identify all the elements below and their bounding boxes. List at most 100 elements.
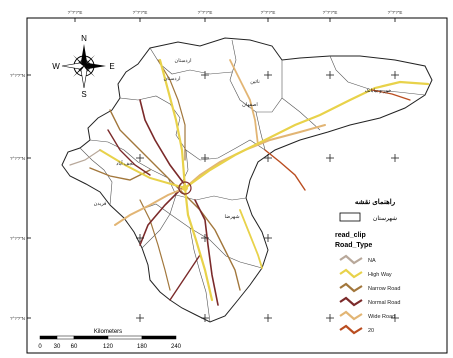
road-type-20: [371, 89, 411, 101]
graticule-cross: [391, 154, 399, 162]
legend-item-label: Wide Road: [368, 314, 395, 320]
compass-diag-ne: [84, 55, 95, 66]
scalebar-tick-label: 240: [171, 344, 182, 350]
compass-east-arm: [84, 63, 106, 69]
graticule-cross: [264, 71, 272, 79]
compass-s-label: S: [81, 90, 86, 99]
narrow-road: [179, 189, 241, 291]
legend-field-title: Road_Type: [335, 242, 372, 249]
scalebar-segment: [141, 335, 177, 340]
left-tick-label: ?°?'?"N: [10, 236, 25, 241]
graticule-cross: [326, 154, 334, 162]
county-label: فریدن: [94, 201, 107, 207]
scalebar-tick-label: 30: [54, 344, 61, 350]
scalebar-tick-label: 0: [38, 344, 42, 350]
graticule-cross: [326, 71, 334, 79]
top-ticks: ?°?'?"E?°?'?"E?°?'?"E?°?'?"E?°?'?"E?°?'?…: [68, 10, 403, 22]
county-label: نائین: [250, 79, 260, 85]
legend: راهنمای نقشه شهرستان read_clip Road_Type…: [335, 198, 400, 335]
scalebar-tick-label: 180: [137, 344, 148, 350]
graticule-cross: [391, 71, 399, 79]
legend-item-label: NA: [368, 258, 376, 264]
graticule-crosses: [136, 71, 399, 322]
graticule-cross: [201, 71, 209, 79]
na-road: [69, 149, 101, 166]
legend-swatch: [339, 282, 363, 293]
legend-item: Wide Road: [339, 310, 395, 321]
graticule-cross: [136, 154, 144, 162]
graticule-cross: [264, 314, 272, 322]
left-tick-label: ?°?'?"N: [10, 156, 25, 161]
top-tick-label: ?°?'?"E: [261, 10, 276, 15]
graticule-cross: [391, 314, 399, 322]
left-ticks: ?°?'?"N ?°?'?"N ?°?'?"N ?°?'?"N: [10, 73, 31, 321]
scalebar-bar: [39, 335, 177, 340]
county-label: اردستان: [175, 58, 192, 64]
scalebar-tick-label: 60: [71, 344, 78, 350]
city-center-isfahan: [178, 181, 192, 195]
scalebar-unit: Kilometers: [94, 329, 122, 335]
legend-swatch: [339, 268, 363, 279]
scalebar-segment: [73, 335, 109, 340]
legend-item: NA: [339, 254, 376, 265]
scalebar-tick-label: 120: [103, 344, 114, 350]
county-label: شهرضا: [224, 214, 239, 220]
scalebar-segment: [56, 335, 75, 340]
compass-north-arm: [81, 44, 87, 66]
graticule-cross: [264, 234, 272, 242]
narrow-road: [109, 109, 181, 191]
graticule-cross: [201, 314, 209, 322]
top-tick-label: ?°?'?"E: [388, 10, 403, 15]
legend-layer-title: read_clip: [335, 232, 366, 239]
road-type-20: [264, 149, 306, 191]
narrow-road: [139, 199, 171, 291]
graticule-cross: [201, 234, 209, 242]
normal-road: [139, 184, 186, 246]
graticule-cross: [136, 314, 144, 322]
legend-title: راهنمای نقشه: [355, 198, 396, 206]
compass-n-label: N: [81, 34, 87, 43]
legend-swatch: [339, 310, 363, 321]
legend-item-label: Normal Road: [368, 300, 400, 306]
normal-road: [139, 99, 186, 186]
legend-swatch: [339, 296, 363, 307]
wide-road: [114, 187, 186, 226]
top-tick-label: ?°?'?"E: [68, 10, 83, 15]
legend-boundary-label: شهرستان: [373, 215, 397, 222]
compass-diag-sw: [73, 66, 84, 77]
province-shape: [61, 37, 433, 323]
highway: [239, 209, 263, 269]
road-network: [69, 58, 430, 306]
scalebar-ticks: 0 30 60 120 180 240: [38, 344, 181, 350]
normal-road: [194, 199, 219, 306]
top-tick-label: ?°?'?"E: [198, 10, 213, 15]
county-label: خور و بیابانک: [365, 88, 392, 94]
legend-item: High Way: [339, 268, 392, 279]
compass-diag-nw: [73, 55, 84, 66]
left-tick-label: ?°?'?"N: [10, 73, 25, 78]
highway: [183, 80, 430, 190]
scalebar-segment: [107, 335, 143, 340]
narrow-road: [157, 59, 186, 161]
legend-swatch: [339, 254, 363, 265]
left-tick-label: ?°?'?"N: [10, 316, 25, 321]
compass-rose: N S E W: [52, 34, 114, 99]
county-label: نجف آباد: [116, 160, 134, 167]
graticule-cross: [326, 314, 334, 322]
legend-swatch: [339, 324, 363, 335]
legend-item-label: Narrow Road: [368, 286, 400, 292]
narrow-road: [89, 167, 151, 181]
legend-item-label: 20: [368, 328, 374, 334]
legend-item: Narrow Road: [339, 282, 400, 293]
legend-item: Normal Road: [339, 296, 400, 307]
legend-item: 20: [339, 324, 374, 335]
normal-road: [107, 129, 151, 176]
map-frame: [26, 17, 448, 354]
normal-road: [169, 254, 201, 301]
legend-item-label: High Way: [368, 272, 392, 278]
graticule-cross: [201, 154, 209, 162]
compass-west-arm: [61, 62, 85, 70]
